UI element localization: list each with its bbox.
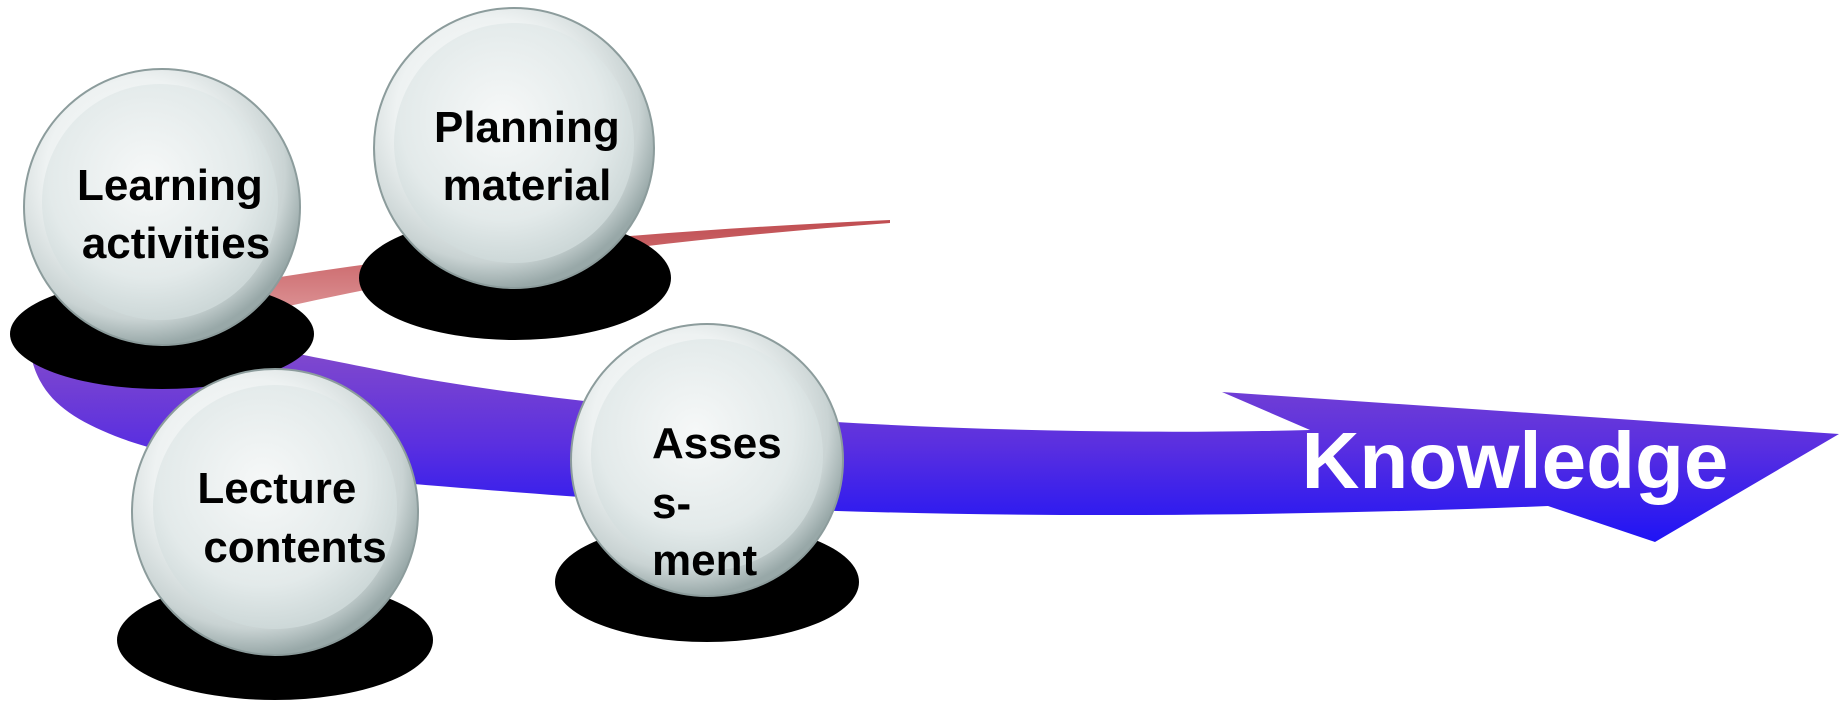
node-planning-material: Planning material bbox=[373, 7, 655, 289]
node-label: Asses s- ment bbox=[652, 419, 794, 585]
node-label: Lecture contents bbox=[197, 464, 386, 572]
node-label-line: s- bbox=[652, 479, 691, 528]
node-label-line: Planning bbox=[434, 103, 620, 152]
arrow-label: Knowledge bbox=[1302, 416, 1729, 505]
node-label-line: material bbox=[443, 161, 612, 210]
node-label-line: Lecture bbox=[197, 464, 356, 513]
node-label: Learning activities bbox=[77, 161, 275, 268]
node-assessment: Asses s- ment bbox=[570, 323, 844, 597]
node-label-line: contents bbox=[203, 523, 386, 572]
node-label: Planning material bbox=[434, 103, 632, 210]
node-label-line: activities bbox=[82, 219, 270, 268]
node-learning-activities: Learning activities bbox=[23, 68, 301, 346]
node-lecture-contents: Lecture contents bbox=[131, 368, 419, 656]
node-label-line: ment bbox=[652, 536, 757, 585]
node-label-line: Asses bbox=[652, 419, 782, 468]
node-label-line: Learning bbox=[77, 161, 263, 210]
knowledge-arrow bbox=[28, 327, 1839, 542]
